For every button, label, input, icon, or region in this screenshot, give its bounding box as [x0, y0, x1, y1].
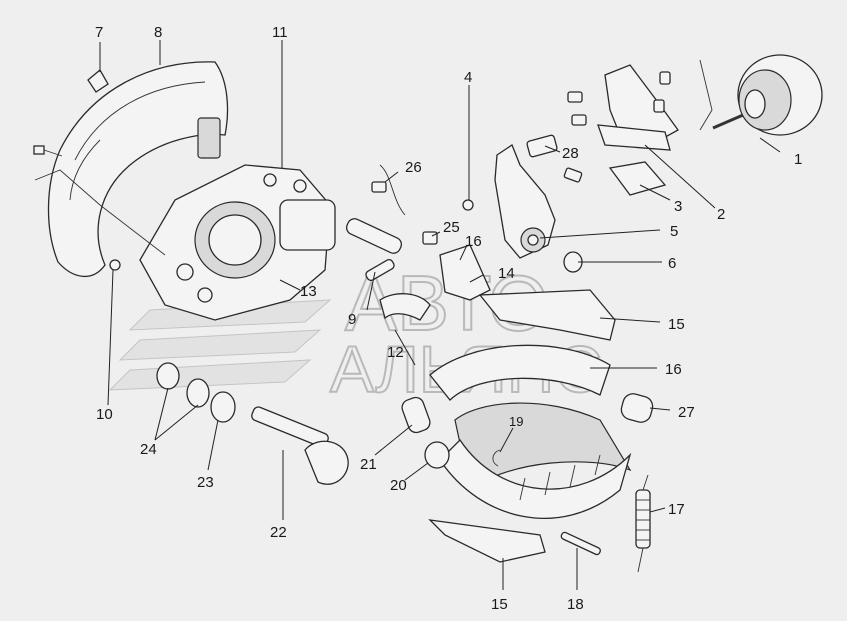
callout-9: 9	[348, 311, 356, 328]
part-5-slack-adjuster	[494, 144, 556, 259]
callout-26: 25	[443, 219, 460, 236]
callout-3: 3	[674, 198, 682, 215]
callout-11: 11	[272, 24, 288, 41]
part-pin-sleeve	[345, 218, 403, 254]
part-7-clip	[87, 69, 109, 93]
part-9-pin	[365, 258, 395, 282]
callout-1: 1	[794, 151, 802, 168]
part-27-bleed-screw	[371, 164, 406, 216]
part-12-spring-clip	[379, 293, 431, 321]
callout-25: 24	[140, 441, 157, 458]
part-16-brake-shoe	[429, 344, 632, 492]
lower-brake-shoe	[439, 438, 632, 519]
part-25-seal-a	[186, 378, 210, 408]
part-18-return-spring	[635, 474, 651, 573]
callout-17: 16	[465, 233, 482, 250]
part-22-bushing	[401, 396, 431, 434]
part-23-camshaft	[251, 406, 349, 485]
part-21-roller	[424, 441, 450, 469]
callout-4: 4	[464, 69, 472, 86]
callout-6: 6	[668, 255, 676, 272]
callout-16: 16	[665, 361, 682, 378]
callout-27: 26	[405, 159, 422, 176]
part-24-seal	[210, 391, 236, 423]
part-3-gasket	[608, 161, 667, 196]
callout-24: 23	[197, 474, 214, 491]
part-28-roller	[620, 393, 654, 423]
part-15-lower-lining	[428, 519, 546, 563]
callout-14: 14	[498, 265, 515, 282]
part-10-fastener	[109, 259, 121, 271]
part-19-pin	[560, 531, 601, 556]
part-15-upper-shoe	[478, 289, 616, 341]
part-8-dust-shield	[47, 61, 229, 278]
part-20-circlip	[492, 449, 501, 467]
part-1-brake-chamber	[712, 54, 823, 136]
guide-lines	[34, 59, 713, 256]
leader-lines	[99, 40, 781, 590]
callout-20: 19	[509, 414, 523, 429]
callout-18: 17	[668, 501, 685, 518]
connector-fitting	[526, 134, 583, 183]
callout-8: 8	[154, 24, 162, 41]
callout-15-upper: 15	[668, 316, 685, 333]
part-4-washer	[462, 199, 474, 211]
shield-bolt	[33, 145, 63, 157]
part-29-bolts	[567, 71, 671, 126]
part-17-bracket	[439, 244, 491, 301]
callout-23: 22	[270, 524, 287, 541]
callout-21: 20	[390, 477, 407, 494]
callout-10: 10	[96, 406, 113, 423]
part-26-nut	[422, 231, 438, 245]
callout-2: 2	[717, 206, 725, 223]
callout-28: 27	[678, 404, 695, 421]
callout-29: 28	[562, 145, 579, 162]
callout-7: 7	[95, 24, 103, 41]
callout-15-lower: 15	[491, 596, 508, 613]
callout-13: 13	[300, 283, 317, 300]
callout-labels: 7 8 11 4 26 1 28 3 2 5 6 25 16 14 15 16 …	[95, 24, 802, 613]
callout-12: 12	[387, 344, 404, 361]
part-2-chamber-bracket	[597, 64, 679, 151]
part-25-seal-b	[156, 362, 180, 390]
callout-19: 18	[567, 596, 584, 613]
callout-5: 5	[670, 223, 678, 240]
callout-22: 21	[360, 456, 377, 473]
